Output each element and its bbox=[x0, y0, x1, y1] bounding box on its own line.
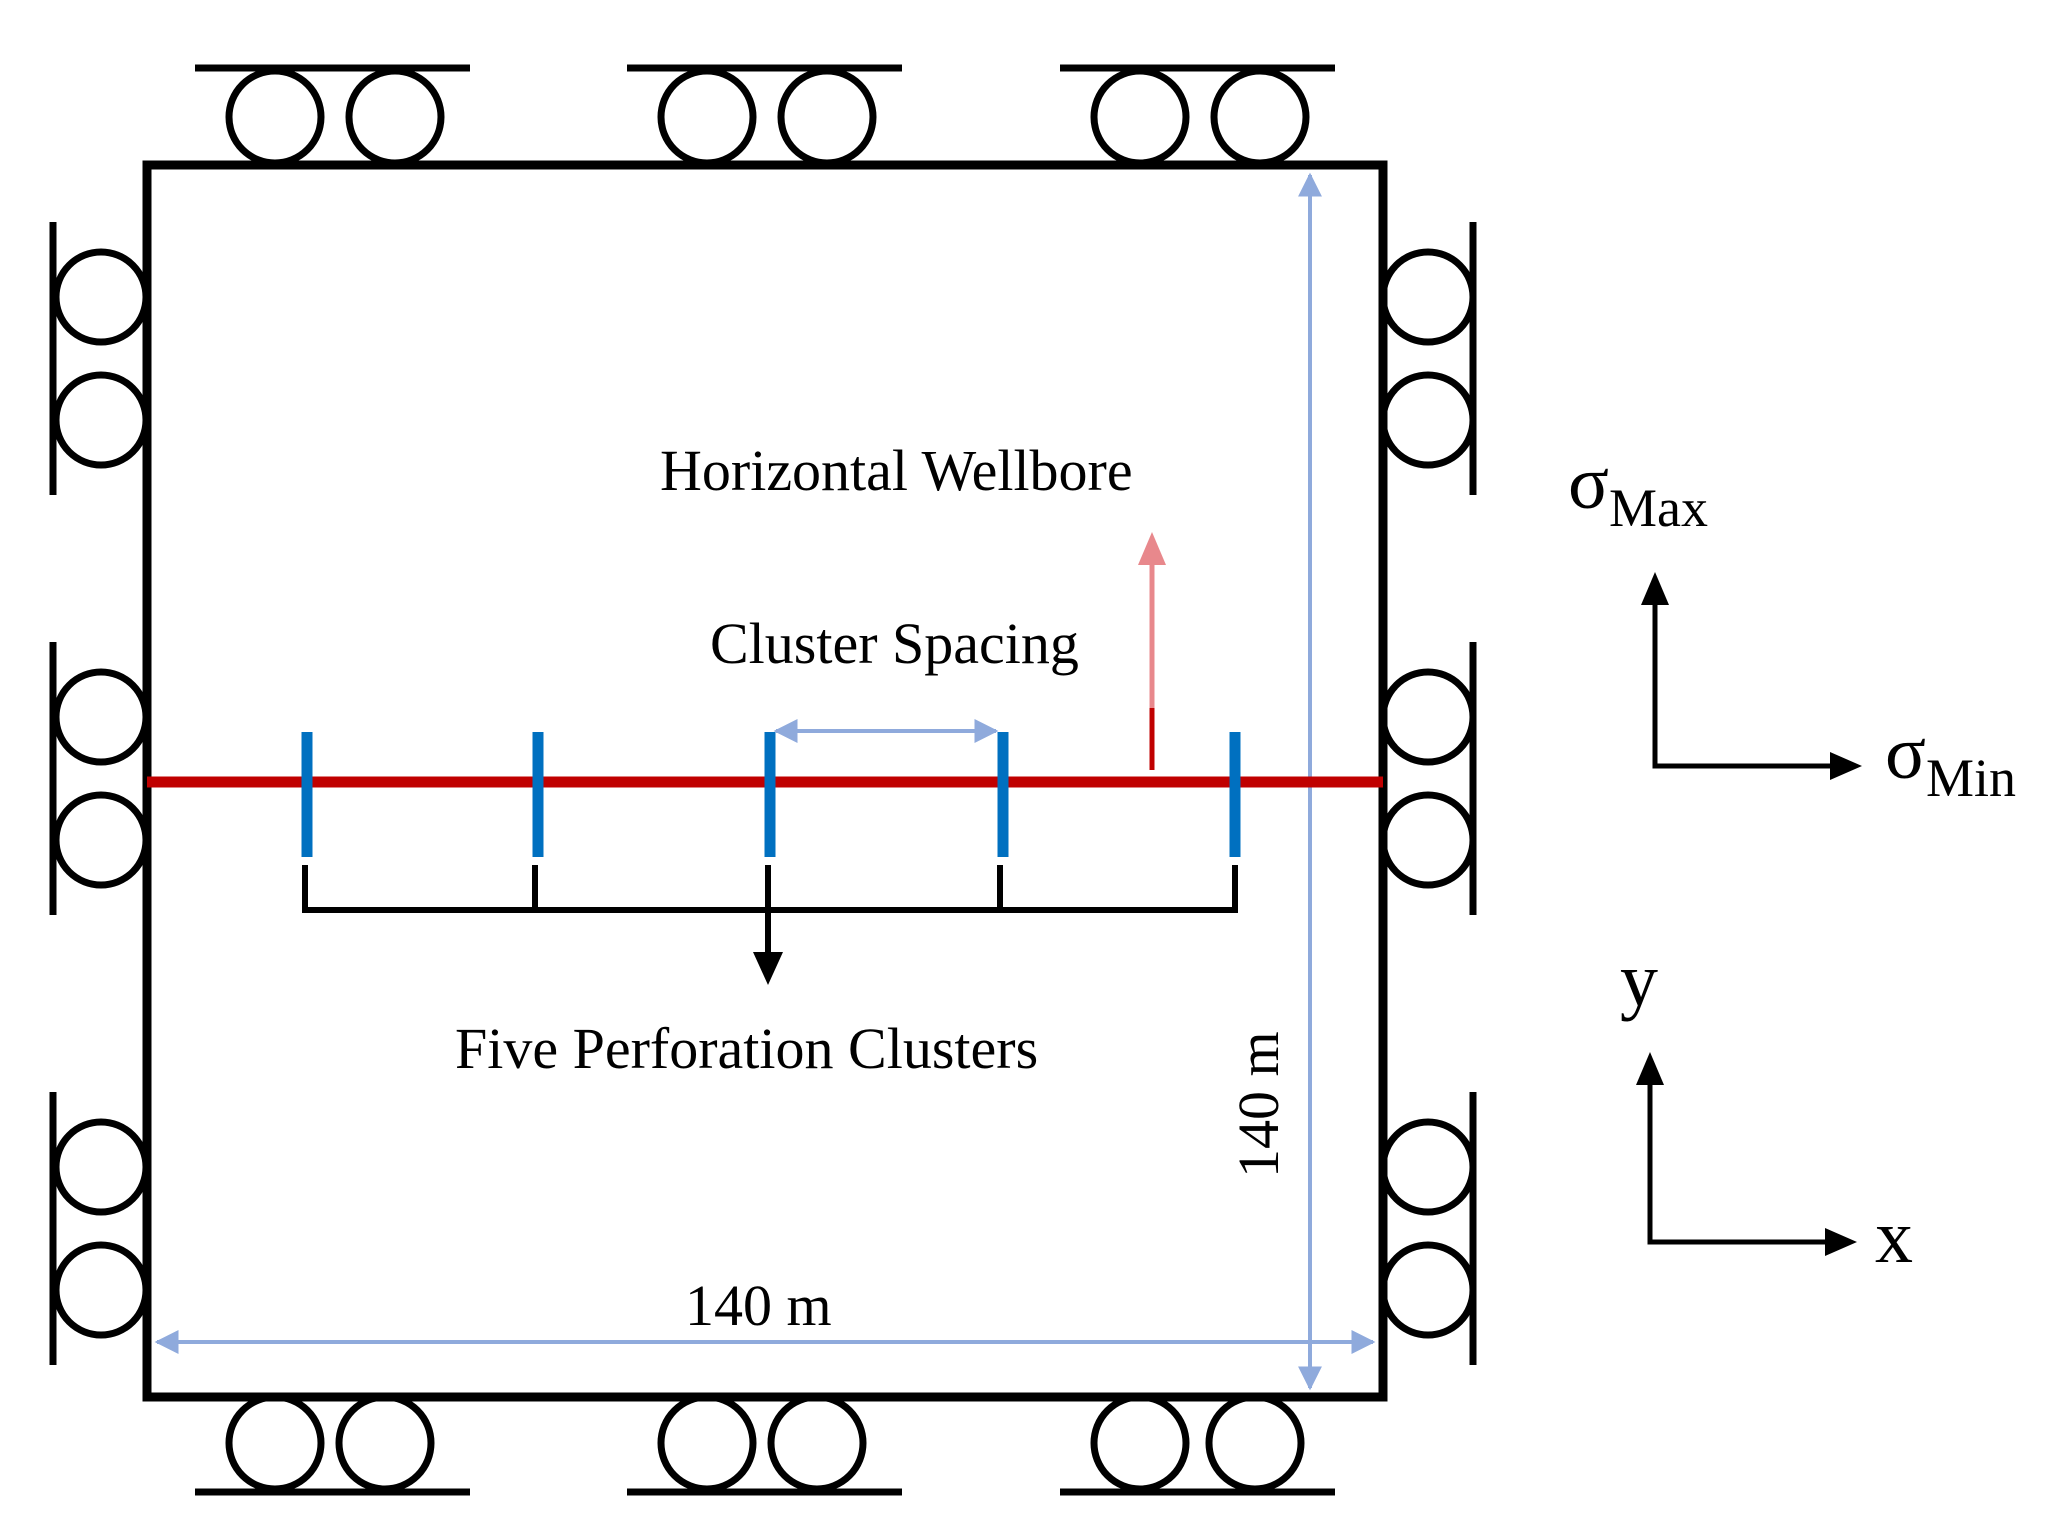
right-roller-supports bbox=[1379, 222, 1477, 1365]
sigma-max-label: σMax bbox=[1568, 441, 1708, 538]
top-roller-supports bbox=[195, 64, 1335, 167]
perforation-clusters bbox=[301, 732, 1241, 857]
sigma-min-label: σMin bbox=[1885, 711, 2016, 808]
height-dimension-label: 140 m bbox=[1226, 1031, 1291, 1178]
wellbore-pointer-arrow bbox=[1138, 532, 1166, 770]
wellbore-label: Horizontal Wellbore bbox=[660, 438, 1133, 503]
axis-x-label: x bbox=[1875, 1195, 1913, 1279]
left-roller-supports bbox=[49, 222, 150, 1365]
five-clusters-label: Five Perforation Clusters bbox=[455, 1016, 1038, 1081]
cluster-bracket bbox=[302, 865, 1238, 985]
coordinate-axes bbox=[1636, 1052, 1857, 1256]
cluster-spacing-label: Cluster Spacing bbox=[710, 611, 1079, 676]
axis-y-label: y bbox=[1620, 938, 1658, 1022]
bottom-roller-supports bbox=[195, 1393, 1335, 1496]
width-dimension-label: 140 m bbox=[685, 1273, 832, 1338]
stress-axes bbox=[1641, 572, 1862, 780]
